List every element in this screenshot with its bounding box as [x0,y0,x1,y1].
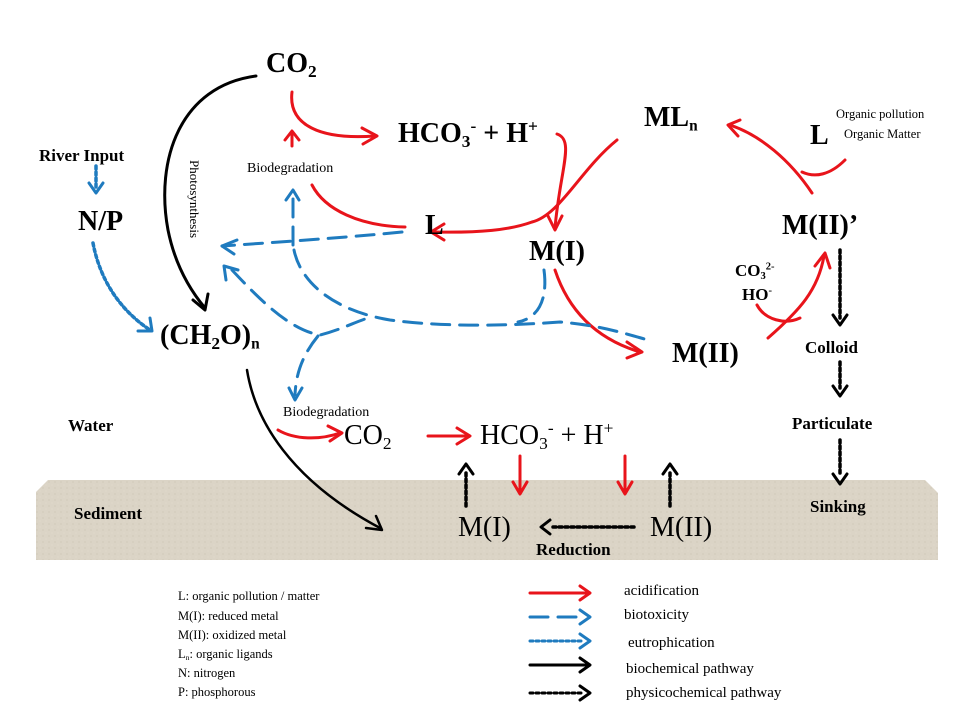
acid-to-m2-sediment-arrow [616,454,634,496]
node-m1-water: M(I) [529,236,585,267]
water-label: Water [68,416,114,435]
definition-item: L: organic pollution / matter [178,589,320,603]
mln-to-l-arrow [429,138,619,242]
legend-label-biochemical: biochemical pathway [626,661,754,677]
legend-arrow-acidification [528,584,592,602]
node-hco3-top: HCO3- + H+ [398,116,538,151]
node-hco3-bottom: HCO3- + H+ [480,418,614,453]
definition-item: P: phosphorous [178,685,256,699]
hco3-to-m1-arrow [546,132,568,232]
sinking-label: Sinking [810,497,866,516]
l-right-note-matter: Organic Matter [844,127,921,141]
biodegradation-bottom-label: Biodegradation [283,405,370,420]
m2-to-m2prime-arrow [766,251,832,340]
reduction-label: Reduction [536,540,611,559]
m1-to-m2-arrow [553,268,644,360]
node-ml-n: MLn [644,102,698,135]
legend-label-physicochemical: physicochemical pathway [626,685,782,701]
definition-item: Ln: organic ligands [178,647,273,663]
l-right-join-curve [800,158,847,177]
node-ho: HO- [742,285,772,304]
l-right-note-pollution: Organic pollution [836,107,925,121]
np-to-ch2o-arrow [91,241,152,332]
sediment-label: Sediment [74,504,142,523]
l-to-photosynthesis-biotoxicity [220,230,404,248]
bottom-co2-to-hco3-arrow [426,426,472,446]
definition-item: M(I): reduced metal [178,609,279,623]
node-np: N/P [78,206,124,237]
legend-arrow-physicochemical [528,684,592,702]
ch2o-junction-biotoxicity [230,268,370,337]
bottom-biodegradation-arrow [276,424,344,443]
junction-to-bottom-biodegradation [293,334,320,397]
particulate-label: Particulate [792,414,873,433]
node-co2-top: CO2 [266,48,317,81]
ch2o-to-sediment-arrow [245,368,384,532]
legend-arrow-eutrophication [528,632,592,650]
legend-arrow-biochemical [528,656,592,674]
co2-to-hco3-arrow [290,90,379,146]
m1-down-biotoxicity [516,268,547,324]
node-m2-water: M(II) [672,338,739,369]
photosynthesis-arrow [163,74,258,312]
legend-arrow-biotoxicity [528,608,592,626]
l-branch-down-biotoxicity [292,248,650,342]
node-l-right: L [810,120,829,151]
biodegradation-top-label: Biodegradation [247,161,334,176]
definition-item: N: nitrogen [178,666,236,680]
carbonate-input-curve [755,303,802,323]
node-m1-sediment: M(I) [458,512,511,543]
l-to-co2-biodegradation-arrow [283,129,407,229]
legend-label-acidification: acidification [624,583,699,599]
legend-label-eutrophication: eutrophication [628,635,715,651]
node-ch2o: (CH2O)n [160,320,260,353]
node-co3: CO32- [735,261,775,282]
m2prime-to-mln-arrow [726,118,814,195]
acid-to-m1-sediment-arrow [511,454,529,496]
legend-label-biotoxicity: biotoxicity [624,607,689,623]
colloid-label: Colloid [805,338,858,357]
node-l-center: L [425,210,444,241]
node-m2-prime: M(II)’ [782,210,859,241]
node-co2-bottom: CO2 [344,420,392,453]
node-m2-sediment: M(II) [650,512,713,543]
definition-item: M(II): oxidized metal [178,628,287,642]
river-input-label: River Input [39,146,125,165]
sediment-layer [36,480,938,560]
photosynthesis-label: Photosynthesis [187,160,202,238]
